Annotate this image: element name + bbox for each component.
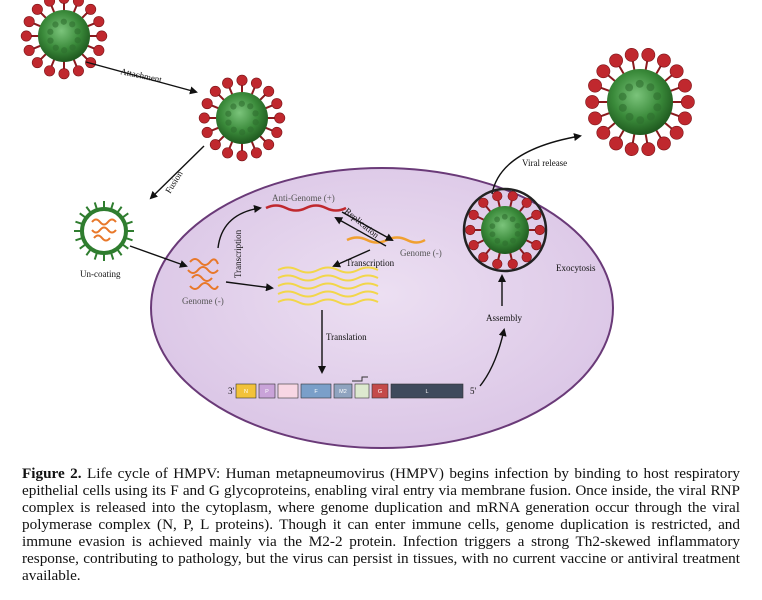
virus-particle-fusing — [198, 74, 286, 162]
exocytosis-vesicle — [462, 187, 548, 273]
replication-arrow-up — [334, 217, 387, 247]
gene-box — [354, 383, 370, 399]
gene-label: P — [265, 389, 269, 395]
gene-box — [390, 383, 464, 399]
gene-label: M2 — [339, 389, 347, 395]
transcription-vertical-label: Transcription — [233, 229, 243, 278]
gene-box — [235, 383, 257, 399]
gene-label: F — [314, 389, 318, 395]
gene-box — [371, 383, 389, 399]
host-cell — [150, 167, 614, 449]
translation-label: Translation — [326, 332, 367, 342]
mrna-strands — [277, 266, 379, 306]
genome-right-label: Genome (-) — [400, 248, 442, 258]
genome-left-label: Genome (-) — [182, 296, 224, 306]
viral-release-arrow — [491, 133, 582, 195]
gene-box — [277, 383, 299, 399]
transcription-center-label: Transcription — [346, 258, 395, 268]
fusion-arrow — [149, 145, 205, 200]
gene-box — [300, 383, 332, 399]
gene-label: G — [378, 389, 382, 395]
uncoating-to-genome-arrow — [129, 245, 188, 268]
attachment-label: Attachment — [120, 66, 164, 85]
uncoating-particle — [74, 201, 134, 261]
gene-box — [333, 383, 353, 399]
caption-text: Life cycle of HMPV: Human metapneumoviru… — [22, 465, 741, 584]
gene-map: N P F M2 G L — [235, 376, 464, 399]
viral-release-label: Viral release — [522, 158, 567, 168]
gene-map-5-prime: 5' — [470, 386, 477, 396]
uncoating-label: Un-coating — [80, 269, 121, 279]
caption-label: Figure 2. — [22, 465, 82, 482]
hmpv-life-cycle-diagram: N P F M2 G L 3' 5' Attachment Fusion Un-coati… — [20, 0, 695, 449]
anti-genome-strand — [265, 204, 347, 212]
gene-map-3-prime: 3' — [228, 386, 235, 396]
replication-arrow-down — [341, 211, 394, 241]
gene-label: N — [244, 389, 248, 395]
virus-particle-released — [585, 47, 695, 157]
gene-label: L — [425, 389, 428, 395]
exocytosis-label: Exocytosis — [556, 263, 596, 273]
transcription-center-arrow — [332, 249, 371, 268]
assembly-label: Assembly — [486, 313, 523, 323]
m2-overlap-marker — [352, 376, 368, 382]
gene-map-to-assembly-arrow — [479, 328, 507, 387]
attachment-arrow — [85, 61, 198, 95]
genome-rnp-squiggle — [187, 258, 219, 290]
transcription-arrow-up — [217, 204, 262, 249]
genome-to-mrna-arrow — [225, 281, 274, 292]
fusion-label: Fusion — [163, 169, 185, 196]
anti-genome-label: Anti-Genome (+) — [272, 193, 335, 203]
virus-particle-attaching — [20, 0, 108, 80]
figure-caption: Figure 2. Life cycle of HMPV: Human meta… — [22, 465, 740, 584]
virus-particle-budding — [465, 190, 545, 270]
gene-box — [258, 383, 276, 399]
